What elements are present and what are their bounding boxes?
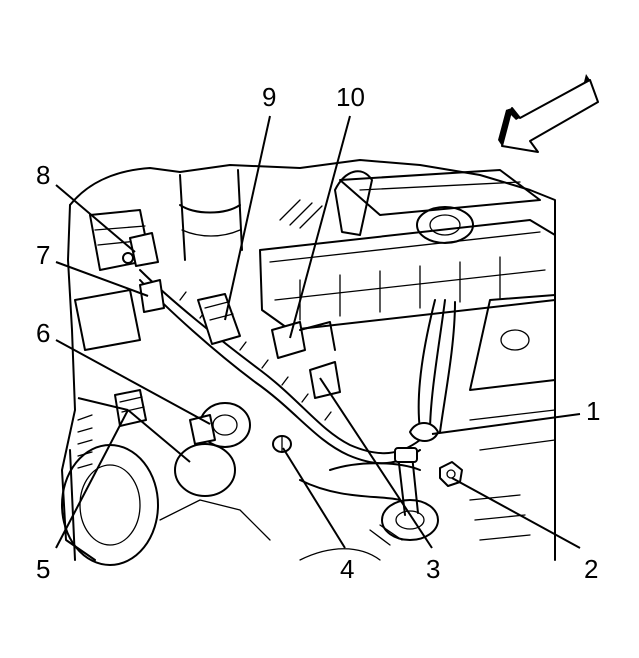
leader-1	[431, 413, 581, 435]
callout-labels: 1 2 3 4 5 6 7 8 9 10	[36, 82, 600, 584]
callout-3: 3	[426, 554, 440, 584]
leader-9	[224, 115, 271, 321]
leader-5b	[77, 397, 129, 411]
leader-10	[289, 115, 351, 339]
callout-8: 8	[36, 160, 50, 190]
engine-line-art	[61, 159, 556, 566]
leader-6	[55, 339, 211, 425]
callout-2: 2	[584, 554, 598, 584]
leader-2	[451, 477, 581, 549]
leader-3	[319, 377, 433, 549]
callout-9: 9	[262, 82, 276, 112]
callout-7: 7	[36, 240, 50, 270]
leader-7	[55, 261, 149, 297]
leader-8	[55, 184, 136, 253]
front-arrow-icon	[498, 74, 599, 153]
callout-6: 6	[36, 318, 50, 348]
leader-5a	[55, 409, 129, 549]
callout-5: 5	[36, 554, 50, 584]
leader-4	[282, 447, 346, 549]
callout-10: 10	[336, 82, 365, 112]
callout-4: 4	[340, 554, 354, 584]
leader-lines	[55, 115, 581, 549]
callout-1: 1	[586, 396, 600, 426]
leader-5c	[127, 409, 191, 463]
